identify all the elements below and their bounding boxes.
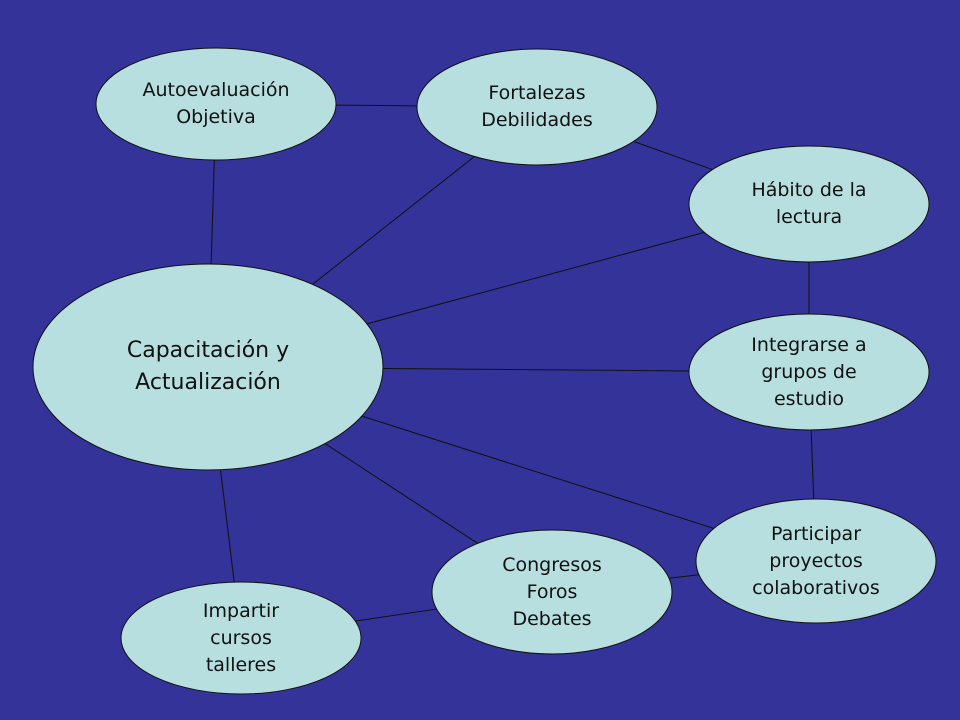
ellipse-habito	[688, 145, 930, 263]
edge-capacitacion-congresos	[324, 443, 478, 544]
ellipse-autoevaluacion	[95, 47, 337, 161]
edge-capacitacion-impartir	[220, 469, 235, 583]
edge-habito-capacitacion	[366, 231, 705, 325]
edge-autoevaluacion-fortalezas	[335, 104, 418, 107]
ellipse-capacitacion	[32, 263, 384, 471]
edge-capacitacion-participar	[361, 415, 715, 529]
ellipse-participar	[695, 498, 937, 624]
edge-integrarse-participar	[810, 429, 815, 500]
edge-participar-congresos	[668, 574, 700, 579]
ellipse-impartir	[120, 581, 362, 695]
ellipse-integrarse	[688, 313, 930, 431]
ellipse-congresos	[431, 529, 673, 655]
edge-capacitacion-integrarse	[382, 367, 690, 372]
ellipse-fortalezas	[416, 48, 658, 166]
edge-autoevaluacion-capacitacion	[210, 159, 215, 265]
edge-congresos-impartir	[355, 608, 437, 622]
node-shapes	[32, 47, 937, 695]
connection-lines	[210, 104, 815, 622]
edge-fortalezas-capacitacion	[312, 156, 475, 285]
edge-fortalezas-habito	[633, 140, 713, 171]
